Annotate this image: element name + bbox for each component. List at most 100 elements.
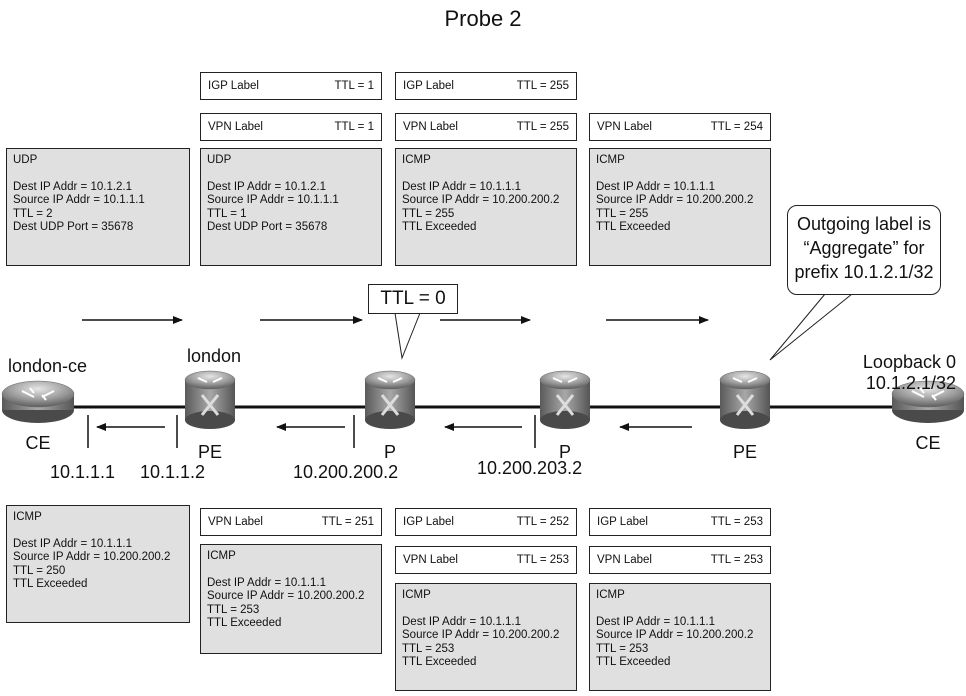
packet-box: ICMP Dest IP Addr = 10.1.1.1 Source IP A… bbox=[395, 148, 577, 266]
packet-line: TTL = 255 bbox=[596, 207, 649, 220]
loopback-address: 10.1.2.1/32 bbox=[865, 373, 956, 393]
packet-line: Dest IP Addr = 10.1.2.1 bbox=[13, 180, 133, 193]
packet-protocol: UDP bbox=[13, 154, 38, 166]
label-name: IGP Label bbox=[208, 80, 259, 92]
label-name: IGP Label bbox=[597, 516, 648, 528]
packet-line: Dest IP Addr = 10.1.1.1 bbox=[207, 576, 327, 589]
diagram-title: Probe 2 bbox=[444, 6, 522, 31]
aggregate-callout: Outgoing label is “Aggregate” for prefix… bbox=[787, 205, 941, 295]
label-ttl: TTL = 1 bbox=[334, 121, 374, 133]
label-name: VPN Label bbox=[597, 554, 652, 566]
label-ttl: TTL = 255 bbox=[516, 80, 569, 92]
label-name: IGP Label bbox=[403, 80, 454, 92]
router-icon bbox=[1, 380, 75, 423]
packet-line: Dest IP Addr = 10.1.1.1 bbox=[596, 615, 716, 628]
packet-box: UDP Dest IP Addr = 10.1.2.1 Source IP Ad… bbox=[6, 148, 190, 266]
packet-line: TTL = 253 bbox=[207, 603, 260, 616]
router-name-london-ce: london-ce bbox=[8, 356, 88, 376]
vpn-label-box: VPN Label TTL = 1 bbox=[200, 113, 382, 141]
vpn-label-box: VPN Label TTL = 254 bbox=[589, 113, 771, 141]
packet-box: UDP Dest IP Addr = 10.1.2.1 Source IP Ad… bbox=[200, 148, 382, 266]
callout-line: Outgoing label is bbox=[796, 214, 932, 234]
packet-line: Source IP Addr = 10.200.200.2 bbox=[596, 629, 754, 641]
interface-address: 10.200.200.2 bbox=[293, 462, 399, 482]
packet-line: TTL Exceeded bbox=[402, 656, 477, 668]
packet-box: ICMP Dest IP Addr = 10.1.1.1 Source IP A… bbox=[589, 148, 771, 266]
packet-box: ICMP Dest IP Addr = 10.1.1.1 Source IP A… bbox=[200, 544, 382, 654]
packet-protocol: ICMP bbox=[207, 550, 236, 562]
router-role-ce: CE bbox=[25, 433, 51, 453]
packet-line: Dest IP Addr = 10.1.1.1 bbox=[596, 180, 716, 193]
router-icon bbox=[891, 380, 965, 423]
loopback-name: Loopback 0 bbox=[862, 352, 956, 372]
callout-line: “Aggregate” for bbox=[803, 238, 925, 258]
label-name: VPN Label bbox=[597, 121, 652, 133]
vpn-label-box: VPN Label TTL = 255 bbox=[395, 113, 577, 141]
router-icon bbox=[539, 370, 591, 429]
packet-line: Source IP Addr = 10.1.1.1 bbox=[207, 194, 339, 206]
callout-line: prefix 10.1.2.1/32 bbox=[794, 262, 934, 282]
packet-line: TTL Exceeded bbox=[13, 578, 88, 590]
label-name: VPN Label bbox=[403, 121, 458, 133]
router-name-london: london bbox=[187, 346, 242, 366]
packet-line: TTL = 1 bbox=[207, 207, 247, 220]
packet-line: TTL Exceeded bbox=[207, 617, 282, 629]
router-icon bbox=[364, 370, 416, 429]
packet-box: ICMP Dest IP Addr = 10.1.1.1 Source IP A… bbox=[589, 583, 771, 691]
packet-line: Dest UDP Port = 35678 bbox=[207, 221, 328, 233]
vpn-label-box: VPN Label TTL = 253 bbox=[395, 546, 577, 574]
packet-protocol: ICMP bbox=[13, 511, 42, 523]
router-icon bbox=[719, 370, 771, 429]
label-ttl: TTL = 252 bbox=[516, 516, 569, 528]
packet-line: Source IP Addr = 10.1.1.1 bbox=[13, 194, 145, 206]
label-name: VPN Label bbox=[403, 554, 458, 566]
igp-label-box: IGP Label TTL = 253 bbox=[589, 508, 771, 536]
packet-line: Dest UDP Port = 35678 bbox=[13, 221, 134, 233]
interface-address: 10.1.1.1 bbox=[50, 462, 116, 482]
packet-protocol: ICMP bbox=[402, 154, 431, 166]
label-ttl: TTL = 251 bbox=[321, 516, 374, 528]
label-ttl: TTL = 253 bbox=[516, 554, 569, 566]
packet-line: TTL Exceeded bbox=[402, 221, 477, 233]
packet-line: Dest IP Addr = 10.1.2.1 bbox=[207, 180, 327, 193]
label-ttl: TTL = 255 bbox=[516, 121, 569, 133]
packet-line: Source IP Addr = 10.200.200.2 bbox=[207, 590, 365, 602]
router-role-p: P bbox=[558, 442, 571, 462]
packet-line: TTL = 2 bbox=[13, 207, 53, 220]
packet-protocol: ICMP bbox=[596, 589, 625, 601]
label-name: IGP Label bbox=[403, 516, 454, 528]
packet-line: TTL = 255 bbox=[402, 207, 455, 220]
packet-line: TTL Exceeded bbox=[596, 656, 671, 668]
interface-address: 10.200.203.2 bbox=[477, 458, 583, 478]
packet-protocol: ICMP bbox=[596, 154, 625, 166]
packet-line: TTL = 250 bbox=[13, 564, 66, 577]
packet-line: Source IP Addr = 10.200.200.2 bbox=[402, 194, 560, 206]
ttl-zero-bubble: TTL = 0 bbox=[368, 284, 458, 314]
label-ttl: TTL = 253 bbox=[710, 554, 763, 566]
label-ttl: TTL = 1 bbox=[334, 80, 374, 92]
packet-line: Dest IP Addr = 10.1.1.1 bbox=[402, 180, 522, 193]
packet-line: Dest IP Addr = 10.1.1.1 bbox=[13, 537, 133, 550]
label-ttl: TTL = 253 bbox=[710, 516, 763, 528]
vpn-label-box: VPN Label TTL = 251 bbox=[200, 508, 382, 536]
packet-protocol: ICMP bbox=[402, 589, 431, 601]
packet-protocol: UDP bbox=[207, 154, 232, 166]
interface-address: 10.1.1.2 bbox=[140, 462, 206, 482]
router-role-p: P bbox=[383, 442, 396, 462]
router-role-pe: PE bbox=[732, 442, 757, 462]
label-ttl: TTL = 254 bbox=[710, 121, 763, 133]
packet-line: Source IP Addr = 10.200.200.2 bbox=[13, 551, 171, 563]
router-role-ce: CE bbox=[915, 433, 941, 453]
loopback-label: Loopback 0 10.1.2.1/32 bbox=[863, 352, 956, 394]
router-icon bbox=[184, 370, 236, 429]
vpn-label-box: VPN Label TTL = 253 bbox=[589, 546, 771, 574]
label-name: VPN Label bbox=[208, 121, 263, 133]
packet-line: Source IP Addr = 10.200.200.2 bbox=[402, 629, 560, 641]
packet-box: ICMP Dest IP Addr = 10.1.1.1 Source IP A… bbox=[395, 583, 577, 691]
packet-line: TTL = 253 bbox=[596, 642, 649, 655]
packet-line: TTL = 253 bbox=[402, 642, 455, 655]
igp-label-box: IGP Label TTL = 255 bbox=[395, 72, 577, 100]
router-role-pe: PE bbox=[197, 442, 222, 462]
packet-box: ICMP Dest IP Addr = 10.1.1.1 Source IP A… bbox=[6, 505, 190, 623]
